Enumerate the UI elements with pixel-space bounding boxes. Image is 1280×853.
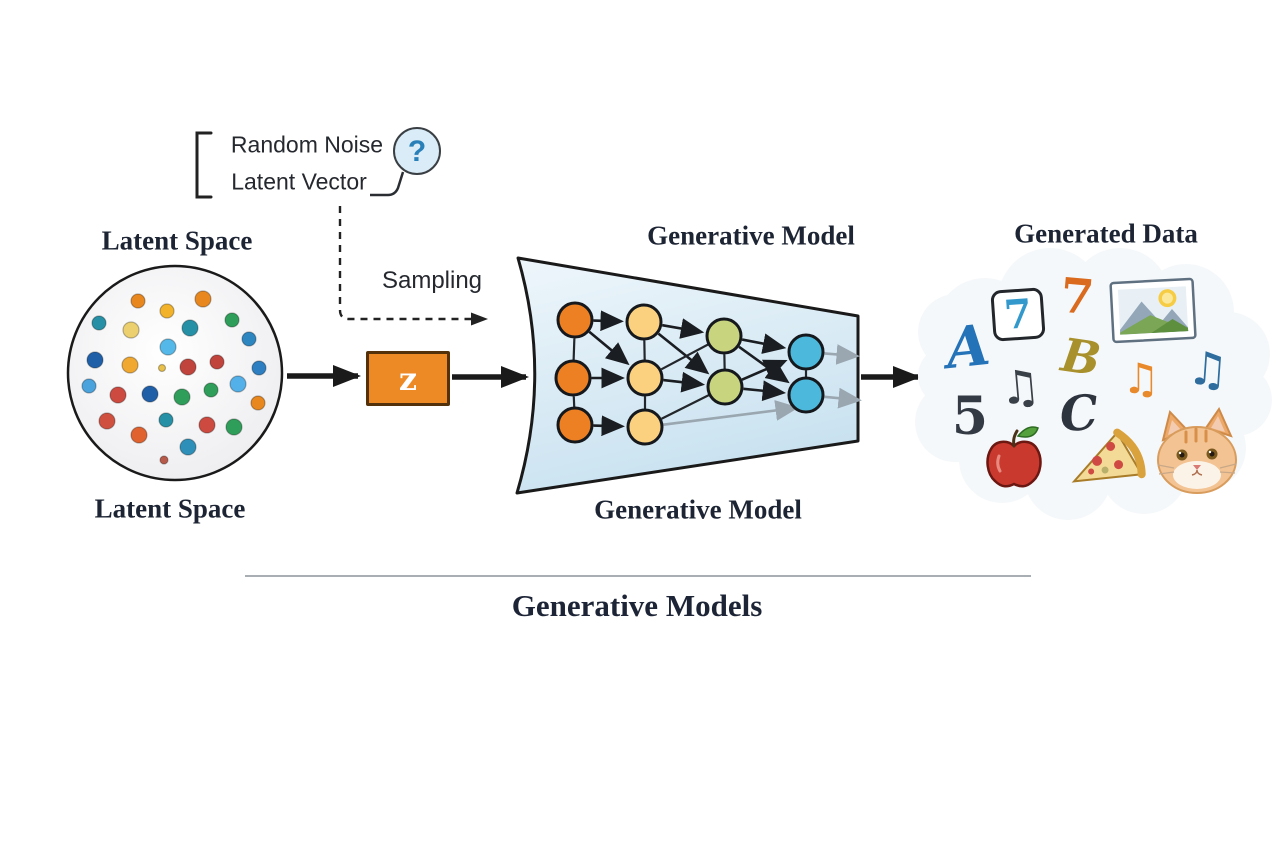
network-link	[824, 387, 862, 409]
latent-dot	[173, 388, 191, 406]
bubble-tail	[370, 171, 405, 197]
latent-dot	[157, 363, 167, 373]
apple-icon	[986, 426, 1042, 488]
latent-dot	[130, 293, 146, 309]
generative-model-title-top: Generative Model	[647, 220, 855, 251]
divider-line	[245, 575, 1031, 577]
latent-dot	[250, 395, 266, 411]
network-link	[663, 371, 706, 393]
network-link	[741, 333, 787, 354]
network-link	[661, 393, 711, 420]
pizza-icon	[1071, 428, 1146, 483]
z-symbol: z	[398, 359, 418, 398]
cat-icon	[1157, 406, 1237, 494]
picture-icon	[1109, 277, 1197, 344]
network-link	[588, 330, 630, 366]
generative-model-title-bottom: Generative Model	[594, 494, 802, 525]
generated-data-title: Generated Data	[1014, 218, 1198, 249]
music-note-blue-icon: ♫	[1185, 340, 1231, 398]
network-node-h1b	[626, 359, 664, 397]
digit-5: 5	[951, 386, 989, 447]
network-node-in3	[556, 406, 594, 444]
latent-dot	[179, 358, 197, 376]
network-node-h2a	[705, 317, 743, 355]
latent-dot	[203, 382, 219, 398]
network-link	[593, 310, 624, 332]
digit-7-box: 7	[990, 287, 1046, 342]
network-node-h1a	[625, 303, 663, 341]
letter-a: A	[942, 311, 994, 383]
latent-vector-label: Latent Vector	[231, 168, 367, 195]
network-node-h1c	[626, 408, 664, 446]
network-link	[743, 380, 786, 402]
question-mark: ?	[407, 135, 427, 168]
latent-dot	[159, 455, 169, 465]
latent-dot	[130, 426, 148, 444]
network-nodes	[554, 301, 825, 446]
latent-space-circle	[66, 264, 284, 482]
question-bubble-icon	[393, 127, 441, 175]
network-links	[572, 310, 862, 437]
latent-space-boundary	[66, 264, 284, 482]
network-node-out1	[787, 333, 825, 371]
generative-model-shape	[515, 256, 862, 495]
network-link	[657, 332, 710, 375]
digit-7: 7	[1057, 267, 1097, 327]
latent-dot	[194, 290, 212, 308]
latent-space-title-top: Latent Space	[101, 225, 253, 256]
latent-dot	[179, 438, 197, 456]
latent-dot	[181, 319, 199, 337]
sampling-dashed-arrow	[338, 206, 488, 326]
latent-dot	[158, 412, 174, 428]
latent-dot	[224, 312, 240, 328]
letter-c: C	[1057, 384, 1101, 444]
latent-dot	[198, 416, 216, 434]
latent-dot	[251, 360, 267, 376]
letter-b: B	[1057, 327, 1105, 387]
latent-space-title-bottom: Latent Space	[94, 493, 246, 524]
latent-dot	[241, 331, 257, 347]
annotation-group	[195, 127, 488, 326]
network-link	[663, 400, 799, 426]
latent-dot	[225, 418, 243, 436]
latent-dot	[209, 354, 225, 370]
z-vector-box: z	[366, 351, 450, 406]
network-link	[824, 344, 860, 365]
network-node-out2	[787, 376, 825, 414]
digit-7-boxed: 7	[1002, 289, 1034, 339]
sampling-label: Sampling	[381, 267, 483, 294]
latent-dot	[98, 412, 116, 430]
latent-dot	[91, 315, 107, 331]
music-note-dark-icon: ♫	[997, 358, 1043, 416]
network-node-h2b	[706, 368, 744, 406]
network-link	[660, 343, 710, 371]
latent-dot	[86, 351, 104, 369]
music-note-orange-icon: ♫	[1122, 354, 1160, 403]
bracket-icon	[195, 131, 213, 199]
latent-dot	[159, 338, 177, 356]
page-title: Generative Models	[511, 588, 763, 623]
network-link	[661, 318, 705, 339]
random-noise-label: Random Noise	[230, 131, 384, 158]
latent-dot	[229, 375, 247, 393]
latent-dot	[109, 386, 127, 404]
latent-dot	[121, 356, 139, 374]
network-node-in1	[556, 301, 594, 339]
network-node-in2	[554, 359, 592, 397]
network-link	[572, 338, 576, 362]
latent-dot	[141, 385, 159, 403]
flow-arrows	[287, 365, 921, 388]
network-link	[741, 359, 788, 381]
latent-dots	[81, 290, 267, 465]
latent-dot	[159, 303, 175, 319]
network-link	[593, 415, 625, 437]
latent-dot	[122, 321, 140, 339]
latent-dot	[81, 378, 97, 394]
